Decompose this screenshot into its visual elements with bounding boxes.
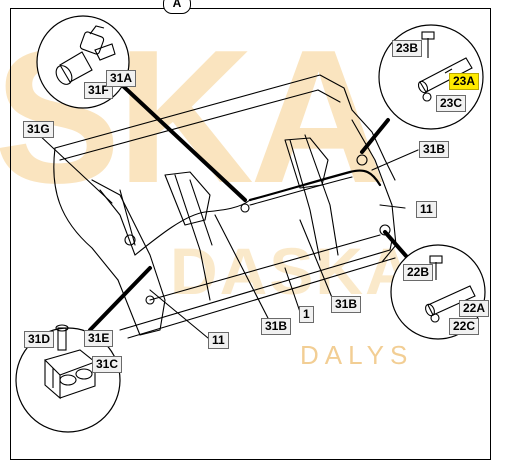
callout-31E: 31E <box>84 330 114 347</box>
callout-22B: 22B <box>403 264 434 281</box>
callout-23B: 23B <box>392 40 423 57</box>
watermark-sub: DALYS <box>300 340 414 370</box>
callout-31B-low: 31B <box>261 318 292 335</box>
callout-1: 1 <box>299 306 314 323</box>
watermark-brand: DASKA <box>170 234 415 308</box>
callout-11-right: 11 <box>416 201 437 218</box>
callout-31B-top: 31B <box>419 141 450 158</box>
callout-11-bottom: 11 <box>208 332 229 349</box>
view-label: A <box>163 0 191 14</box>
bucket-bottom <box>119 239 393 331</box>
hose-right <box>248 169 382 202</box>
bucket-top-edge <box>54 74 396 181</box>
hose-left <box>134 199 251 256</box>
callout-31B-mid: 31B <box>331 296 362 313</box>
callout-31F: 31F <box>84 82 113 99</box>
drawing-frame <box>10 8 491 460</box>
left-side-plate <box>91 179 166 336</box>
callout-31C: 31C <box>92 356 123 373</box>
leader-to-detail-top-left <box>106 70 247 202</box>
bucket-back-wall <box>53 147 119 281</box>
leader-to-detail-bottom-left <box>88 266 152 332</box>
left-bracket <box>164 171 211 226</box>
leader-to-detail-top-right <box>360 118 390 154</box>
bucket-top-inner <box>59 89 341 161</box>
callout-31D: 31D <box>24 331 55 348</box>
callout-22A: 22A <box>459 300 490 317</box>
right-bracket <box>284 137 329 189</box>
callout-23C: 23C <box>436 95 467 112</box>
callout-22C: 22C <box>449 318 480 335</box>
callout-23A-highlighted: 23A <box>449 73 480 90</box>
bucket-floor-line <box>149 234 381 301</box>
callout-31G: 31G <box>23 121 54 138</box>
bucket-cutting-edge <box>127 257 396 339</box>
callout-31A: 31A <box>106 70 137 87</box>
